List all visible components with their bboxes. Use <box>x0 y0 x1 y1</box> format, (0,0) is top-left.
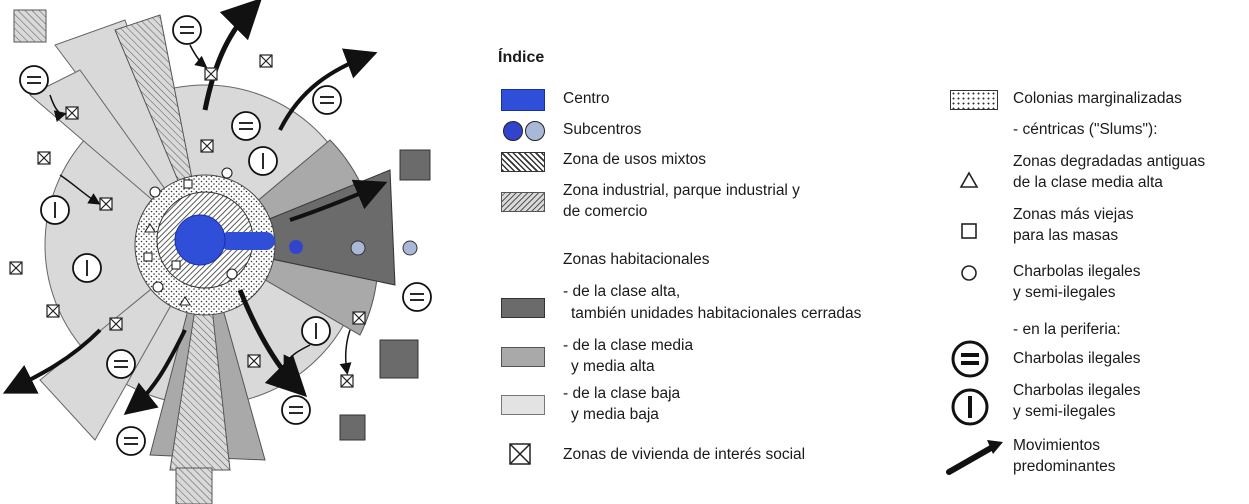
legend-charbolas-ps-2: y semi-ilegales <box>1013 403 1116 420</box>
legend-marginal: Colonias marginalizadas <box>1013 90 1182 107</box>
alta-block-1 <box>399 149 431 181</box>
swatch-centro <box>501 89 545 111</box>
swatch-marginal <box>950 90 998 110</box>
legend-media-2: y media alta <box>571 358 655 375</box>
charbola-equals-icon <box>951 340 989 378</box>
movement-arrow-5 <box>2 328 102 394</box>
swatch-subcentro-light <box>525 121 545 141</box>
swatch-subcentro-dark <box>503 121 523 141</box>
legend-alta-2: también unidades habitacionales cerradas <box>571 305 862 322</box>
legend-charbolas-ps-1: Charbolas ilegales <box>1013 382 1141 399</box>
legend-movimientos-1: Movimientos <box>1013 437 1100 454</box>
triangle-icon <box>959 171 979 188</box>
legend-charbolas-c-2: y semi-ilegales <box>1013 284 1116 301</box>
social-housing-icon <box>509 443 531 465</box>
legend-mixtos: Zona de usos mixtos <box>563 151 707 168</box>
movement-arrow-4 <box>237 289 308 398</box>
legend-baja-1: - de la clase baja <box>563 385 681 402</box>
swatch-media <box>501 347 545 367</box>
legend-centro: Centro <box>563 90 610 107</box>
movement-arrow-6 <box>123 329 187 416</box>
industrial-block-bottom <box>175 467 213 504</box>
legend-media-1: - de la clase media <box>563 337 694 354</box>
alta-block-2 <box>379 339 419 379</box>
swatch-baja <box>501 395 545 415</box>
legend-degradadas-2: de la clase media alta <box>1013 174 1163 191</box>
movement-arrow-icon <box>946 440 1003 475</box>
circle-icon <box>961 265 977 281</box>
swatch-mixtos <box>501 152 545 172</box>
legend-industrial-2: de comercio <box>563 203 648 220</box>
legend-viejas-2: para las masas <box>1013 227 1119 244</box>
square-icon <box>961 223 977 239</box>
legend-charbolas-c-1: Charbolas ilegales <box>1013 263 1141 280</box>
city-model-map <box>2 0 432 504</box>
legend-alta-1: - de la clase alta, <box>563 283 681 300</box>
industrial-block-top <box>13 9 47 43</box>
legend-viejas-1: Zonas más viejas <box>1013 206 1134 223</box>
centro-spine <box>220 232 275 250</box>
legend-centricas: - céntricas ("Slums"): <box>1013 121 1158 138</box>
subcentro-light-1 <box>350 240 366 256</box>
social-housing-markers <box>9 54 366 388</box>
charbolas-periferia-markers <box>19 15 432 456</box>
small-arrows <box>49 44 352 375</box>
swatch-industrial <box>501 192 545 212</box>
charbola-bar-icon <box>951 388 989 426</box>
legend-industrial-1: Zona industrial, parque industrial y <box>563 182 800 199</box>
alta-block-3 <box>339 414 366 441</box>
legend-charbolas-p: Charbolas ilegales <box>1013 350 1141 367</box>
movement-arrow-3 <box>289 179 388 222</box>
legend-periferia: - en la periferia: <box>1013 321 1121 338</box>
charbolas-centricas-markers <box>143 167 238 306</box>
legend-movimientos-2: predominantes <box>1013 458 1116 475</box>
subcentro-dark <box>289 240 303 254</box>
legend-habitacionales: Zonas habitacionales <box>563 251 710 268</box>
legend-baja-2: y media baja <box>571 406 659 423</box>
swatch-alta <box>501 298 545 318</box>
centro <box>174 214 226 266</box>
movement-arrow-2 <box>278 48 378 131</box>
legend-degradadas-1: Zonas degradadas antiguas <box>1013 153 1206 170</box>
subcentro-light-2 <box>402 240 418 256</box>
legend-social: Zonas de vivienda de interés social <box>563 446 806 463</box>
legend-subcentros: Subcentros <box>563 121 642 138</box>
movement-arrow-1 <box>202 0 263 111</box>
legend-title: Índice <box>498 49 545 66</box>
